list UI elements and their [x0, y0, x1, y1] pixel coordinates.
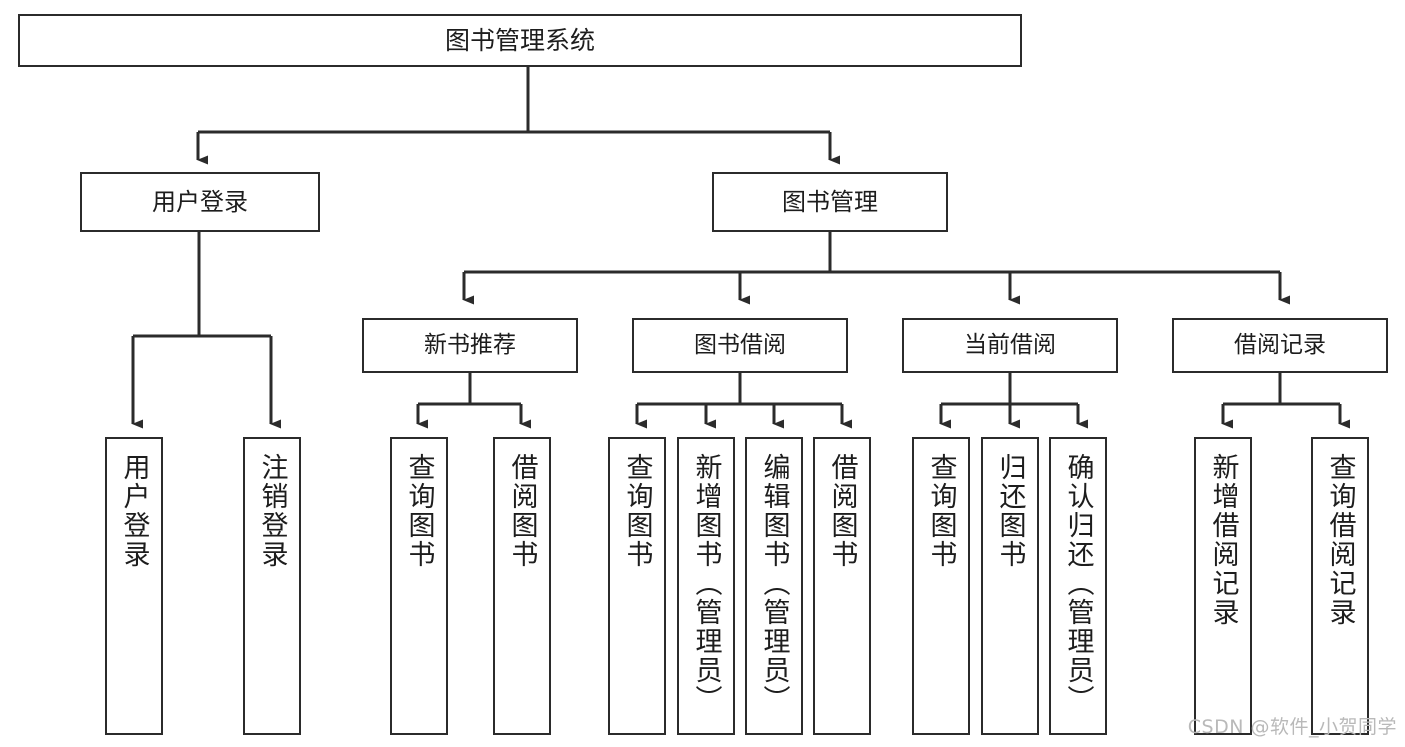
node-label: 查询图书: [621, 453, 653, 569]
node-label: 新增图书（管理员）: [690, 453, 722, 714]
leaf-user-login-login[interactable]: 用户登录: [105, 437, 163, 735]
node-label: 借阅记录: [1234, 331, 1326, 358]
node-label: 借阅图书: [826, 453, 858, 569]
node-label: 借阅图书: [506, 453, 538, 569]
node-label: 图书管理: [782, 187, 878, 216]
node-label: 查询图书: [925, 453, 957, 569]
node-user-login[interactable]: 用户登录: [80, 172, 320, 232]
node-label: 当前借阅: [964, 331, 1056, 358]
node-book-management[interactable]: 图书管理: [712, 172, 948, 232]
node-label: 查询图书: [403, 453, 435, 569]
leaf-book-borrow-add[interactable]: 新增图书（管理员）: [677, 437, 735, 735]
node-label: 确认归还（管理员）: [1062, 453, 1094, 714]
leaf-borrow-record-add[interactable]: 新增借阅记录: [1194, 437, 1252, 735]
node-label: 图书管理系统: [444, 25, 595, 55]
leaf-user-login-logout[interactable]: 注销登录: [243, 437, 301, 735]
node-current-borrow[interactable]: 当前借阅: [902, 318, 1118, 373]
leaf-current-borrow-confirm[interactable]: 确认归还（管理员）: [1049, 437, 1107, 735]
node-new-book-recommend[interactable]: 新书推荐: [362, 318, 578, 373]
node-root-system[interactable]: 图书管理系统: [18, 14, 1022, 67]
node-book-borrow[interactable]: 图书借阅: [632, 318, 848, 373]
leaf-current-borrow-return[interactable]: 归还图书: [981, 437, 1039, 735]
node-label: 新书推荐: [424, 331, 516, 358]
node-label: 用户登录: [118, 453, 150, 569]
leaf-book-borrow-borrow[interactable]: 借阅图书: [813, 437, 871, 735]
csdn-watermark: CSDN @软件_小贺同学: [1187, 716, 1397, 738]
leaf-book-borrow-query[interactable]: 查询图书: [608, 437, 666, 735]
leaf-new-book-borrow[interactable]: 借阅图书: [493, 437, 551, 735]
leaf-book-borrow-edit[interactable]: 编辑图书（管理员）: [745, 437, 803, 735]
node-borrow-record[interactable]: 借阅记录: [1172, 318, 1388, 373]
node-label: 编辑图书（管理员）: [758, 453, 790, 714]
node-label: 注销登录: [256, 453, 288, 569]
leaf-current-borrow-query[interactable]: 查询图书: [912, 437, 970, 735]
node-label: 查询借阅记录: [1324, 453, 1356, 627]
leaf-new-book-query[interactable]: 查询图书: [390, 437, 448, 735]
node-label: 归还图书: [994, 453, 1026, 569]
leaf-borrow-record-query[interactable]: 查询借阅记录: [1311, 437, 1369, 735]
node-label: 新增借阅记录: [1207, 453, 1239, 627]
node-label: 用户登录: [152, 187, 248, 216]
node-label: 图书借阅: [694, 331, 786, 358]
